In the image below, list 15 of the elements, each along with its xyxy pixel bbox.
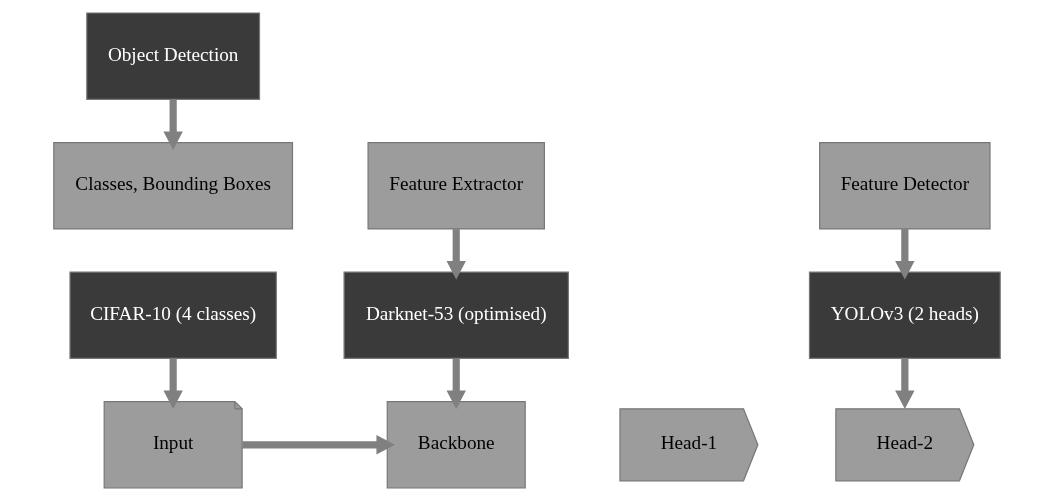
arrow (163, 358, 183, 410)
node-box: Feature Extractor (367, 141, 545, 230)
node-box: YOLOv3 (2 heads) (808, 271, 1001, 360)
arrow (895, 229, 915, 280)
node-box: Classes, Bounding Boxes (53, 141, 294, 230)
node-box: Darknet-53 (optimised) (343, 271, 569, 360)
arrow (163, 99, 183, 150)
node-box: Feature Detector (819, 141, 991, 230)
arrow (446, 358, 466, 410)
node-box: CIFAR-10 (4 classes) (69, 271, 277, 360)
arrow (242, 435, 395, 455)
node-box: Object Detection (86, 12, 261, 100)
node-box: Backbone (386, 401, 526, 489)
arrow (895, 358, 915, 410)
arrow (446, 229, 466, 280)
